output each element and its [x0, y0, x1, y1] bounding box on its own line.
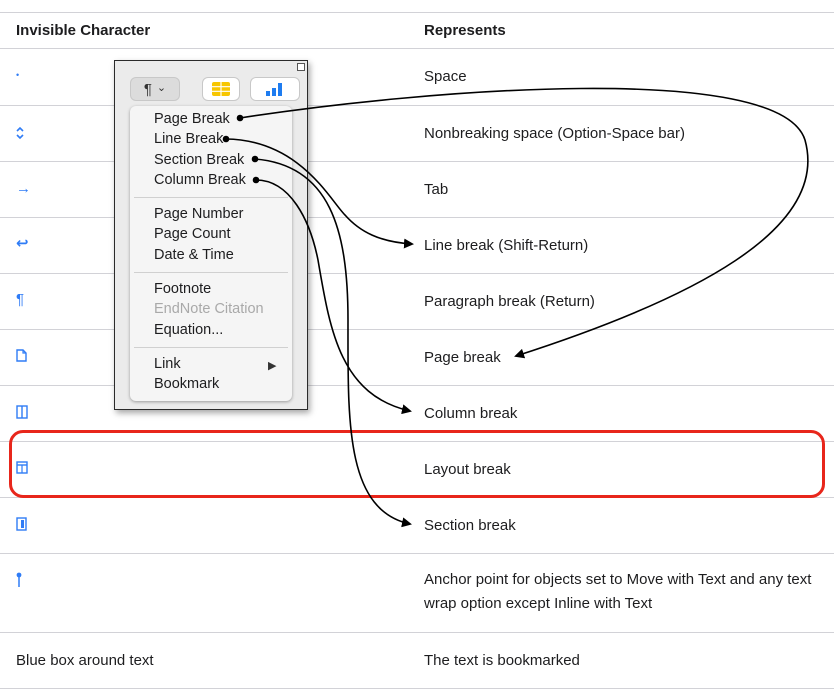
table-row: • Space [0, 49, 834, 106]
line-break-arrow [225, 138, 414, 249]
section-break-icon [16, 517, 27, 534]
chevron-down-icon: ⌄ [156, 81, 167, 94]
insert-menu-screenshot: ¶ ⌄ Page Break Line Break Section Break … [114, 60, 308, 410]
table-row: Blue box around text The text is bookmar… [0, 633, 834, 689]
invisible-character-cell: Blue box around text [16, 652, 154, 669]
nonbreaking-space-icon [16, 126, 24, 142]
menu-item-page-count[interactable]: Page Count [154, 226, 231, 242]
column-break-icon [16, 405, 28, 422]
represents-cell: Paragraph break (Return) [424, 293, 595, 310]
menu-separator [134, 197, 288, 198]
table-row: Nonbreaking space (Option-Space bar) [0, 106, 834, 162]
pilcrow-icon: ¶ [143, 80, 152, 98]
layout-break-highlight [9, 430, 825, 498]
table-top-rule [0, 12, 834, 13]
column-header-invisible-character: Invisible Character [16, 22, 151, 39]
page-break-arrow [239, 87, 809, 359]
menu-item-date-time[interactable]: Date & Time [154, 247, 234, 263]
chart-button[interactable] [251, 78, 299, 100]
represents-cell: Space [424, 68, 467, 85]
table-row: Column break [0, 386, 834, 442]
menu-item-bookmark[interactable]: Bookmark [154, 376, 220, 392]
line-break-icon: ↩ [16, 235, 29, 252]
table-icon [212, 82, 230, 96]
anchor-point-icon [16, 572, 22, 591]
table-row: Page break [0, 330, 834, 386]
menu-item-endnote-citation: EndNote Citation [154, 301, 264, 317]
represents-cell: Section break [424, 517, 516, 534]
represents-cell: Page break [424, 349, 501, 366]
represents-cell: Layout break [424, 461, 511, 478]
menu-separator [134, 347, 288, 348]
menu-item-line-break[interactable]: Line Break [154, 131, 224, 147]
menu-item-link[interactable]: Link [154, 356, 181, 372]
represents-cell: The text is bookmarked [424, 652, 580, 669]
menu-item-page-break[interactable]: Page Break [154, 111, 230, 127]
submenu-arrow-icon: ▶ [268, 360, 277, 372]
represents-cell: Tab [424, 181, 449, 198]
table-button[interactable] [203, 78, 239, 100]
insert-invisibles-button[interactable]: ¶ ⌄ [131, 78, 179, 100]
table-row: ↩ Line break (Shift-Return) [0, 218, 834, 274]
menu-item-section-break[interactable]: Section Break [154, 152, 245, 168]
column-header-represents: Represents [424, 22, 506, 39]
table-row: Anchor point for objects set to Move wit… [0, 554, 834, 633]
menu-item-column-break[interactable]: Column Break [154, 172, 246, 188]
section-break-arrow [254, 158, 412, 528]
header-rule [0, 48, 834, 49]
paragraph-icon: ¶ [16, 291, 25, 308]
table-row: → Tab [0, 162, 834, 218]
represents-cell: Column break [424, 405, 518, 422]
space-dot-icon: • [16, 70, 20, 80]
layout-break-icon [16, 461, 28, 477]
table-row: Section break [0, 498, 834, 554]
table-row: ¶ Paragraph break (Return) [0, 274, 834, 330]
menu-separator [134, 272, 288, 273]
tab-arrow-icon: → [16, 180, 31, 197]
menu-item-footnote[interactable]: Footnote [154, 281, 212, 297]
represents-cell: Nonbreaking space (Option-Space bar) [424, 125, 685, 142]
represents-cell: Anchor point for objects set to Move wit… [424, 571, 812, 612]
chart-icon [266, 83, 282, 96]
represents-cell: Line break (Shift-Return) [424, 237, 589, 254]
page-break-icon [16, 349, 27, 365]
column-break-arrow [255, 179, 412, 415]
menu-item-equation[interactable]: Equation... [154, 322, 224, 338]
window-corner [297, 63, 305, 71]
menu-item-page-number[interactable]: Page Number [154, 206, 244, 222]
insert-menu: Page Break Line Break Section Break Colu… [130, 106, 292, 401]
